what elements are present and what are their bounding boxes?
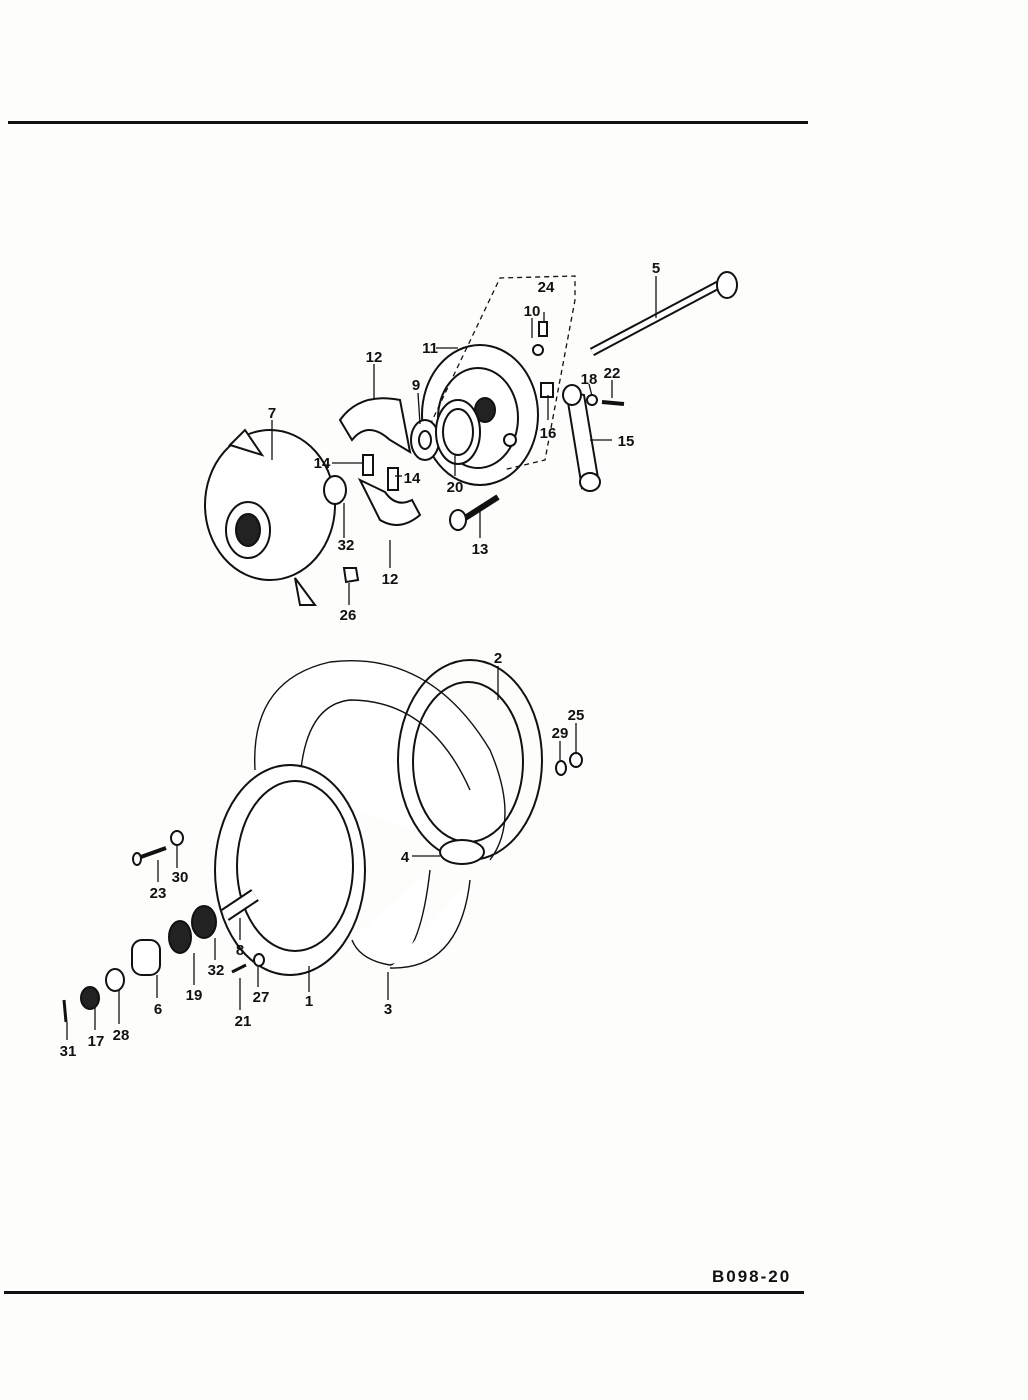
callout-20: 20 bbox=[447, 479, 464, 496]
callout-11: 11 bbox=[422, 340, 438, 357]
brake-arm bbox=[562, 384, 601, 492]
nut-25 bbox=[569, 752, 583, 768]
callout-32-top: 32 bbox=[338, 537, 355, 554]
panel-assembly-bracket bbox=[429, 275, 576, 471]
callout-24: 24 bbox=[538, 279, 555, 296]
callout-2: 2 bbox=[494, 650, 502, 667]
callout-1: 1 bbox=[305, 993, 313, 1010]
washer-30 bbox=[170, 830, 184, 846]
callout-25: 25 bbox=[568, 707, 585, 724]
callout-8: 8 bbox=[236, 942, 244, 959]
axle-shaft bbox=[589, 271, 738, 356]
callout-14-left: 14 bbox=[314, 455, 331, 472]
callout-27: 27 bbox=[253, 989, 270, 1006]
washer-27 bbox=[253, 953, 265, 967]
top-rule bbox=[8, 121, 808, 124]
screw-21 bbox=[231, 963, 247, 974]
brake-shoe-upper bbox=[338, 397, 412, 455]
brake-shoe-lower bbox=[357, 477, 422, 526]
callout-26: 26 bbox=[340, 607, 357, 624]
nut-26 bbox=[342, 567, 360, 584]
axle-nut-17 bbox=[80, 986, 100, 1010]
callout-28: 28 bbox=[113, 1027, 130, 1044]
brake-cam bbox=[449, 494, 500, 531]
callout-4: 4 bbox=[401, 849, 410, 866]
bottom-rule bbox=[4, 1291, 804, 1294]
washer-29 bbox=[555, 760, 567, 776]
callout-15: 15 bbox=[618, 433, 635, 450]
callout-14-right: 14 bbox=[404, 470, 421, 487]
callout-31: 31 bbox=[60, 1043, 77, 1060]
rim-outer bbox=[214, 764, 366, 976]
callout-7: 7 bbox=[268, 405, 276, 422]
callout-5: 5 bbox=[652, 260, 660, 277]
shoe-springs bbox=[362, 454, 399, 491]
spacer-6 bbox=[131, 939, 161, 976]
tire bbox=[254, 660, 506, 969]
cotter-pin-31 bbox=[62, 999, 68, 1023]
rim-band bbox=[439, 839, 485, 865]
bearing-upper bbox=[323, 475, 347, 505]
callout-29: 29 bbox=[552, 725, 569, 742]
callout-32-bottom: 32 bbox=[208, 962, 225, 979]
washer-18 bbox=[586, 394, 598, 406]
callout-6: 6 bbox=[154, 1001, 162, 1018]
callout-23: 23 bbox=[150, 885, 167, 902]
distance-collar bbox=[221, 889, 259, 921]
callout-12-bottom: 12 bbox=[382, 571, 399, 588]
front-hub bbox=[204, 428, 336, 606]
bolt-23 bbox=[132, 846, 167, 866]
callout-22: 22 bbox=[604, 365, 621, 382]
callout-19: 19 bbox=[186, 987, 203, 1004]
bolt-22 bbox=[601, 400, 625, 406]
callout-9: 9 bbox=[412, 377, 420, 394]
callout-3: 3 bbox=[384, 1001, 392, 1018]
callout-labels: 5 24 10 11 12 9 18 22 7 16 15 14 14 20 3… bbox=[60, 260, 661, 1060]
gear-ring bbox=[435, 399, 481, 465]
callout-18: 18 bbox=[581, 371, 598, 388]
callout-12-top: 12 bbox=[366, 349, 383, 366]
speedometer-gear bbox=[410, 419, 440, 461]
seal-16 bbox=[540, 382, 554, 398]
washer-28 bbox=[105, 968, 125, 992]
callout-21: 21 bbox=[235, 1013, 252, 1030]
callout-16: 16 bbox=[540, 425, 557, 442]
callout-30: 30 bbox=[172, 869, 189, 886]
leader-lines bbox=[66, 276, 657, 1040]
bearing-lower bbox=[191, 905, 217, 939]
callout-17: 17 bbox=[88, 1033, 105, 1050]
diagram-code: B098-20 bbox=[712, 1267, 792, 1286]
callout-13: 13 bbox=[472, 541, 489, 558]
oil-seal-19 bbox=[168, 920, 192, 954]
bolt-10 bbox=[532, 321, 548, 356]
callout-10: 10 bbox=[524, 303, 541, 320]
